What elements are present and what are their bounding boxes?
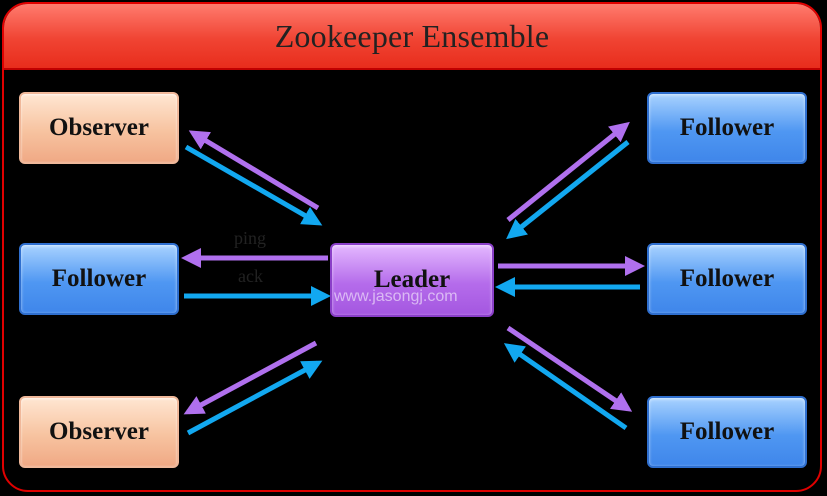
node-follower-left: Follower xyxy=(19,243,179,315)
arrow-ack-follower-right-top xyxy=(506,140,630,240)
arrow-ping-observer-top xyxy=(188,130,320,211)
edge-label-ping: ping xyxy=(234,228,267,248)
arrow-ping-observer-bottom xyxy=(183,340,318,415)
edge-label-ack: ack xyxy=(238,266,263,286)
node-observer-bottom: Observer xyxy=(19,396,179,468)
watermark: www.jasongj.com xyxy=(334,288,458,305)
title-bar: Zookeeper Ensemble xyxy=(4,4,820,70)
ensemble-frame: Zookeeper Ensemble xyxy=(2,2,822,492)
node-follower-right-bottom: Follower xyxy=(647,396,807,468)
diagram-title: Zookeeper Ensemble xyxy=(274,17,550,54)
node-leader: Leader xyxy=(330,243,494,317)
arrow-ping-follower-right-top xyxy=(506,121,630,222)
arrow-ack-observer-top xyxy=(184,144,323,226)
node-follower-right-mid: Follower xyxy=(647,243,807,315)
arrow-ping-follower-right-bottom xyxy=(506,325,633,412)
node-follower-right-top: Follower xyxy=(647,92,807,164)
arrow-ack-observer-bottom xyxy=(186,360,323,436)
arrow-ack-follower-right-bottom xyxy=(503,343,628,431)
node-observer-top: Observer xyxy=(19,92,179,164)
